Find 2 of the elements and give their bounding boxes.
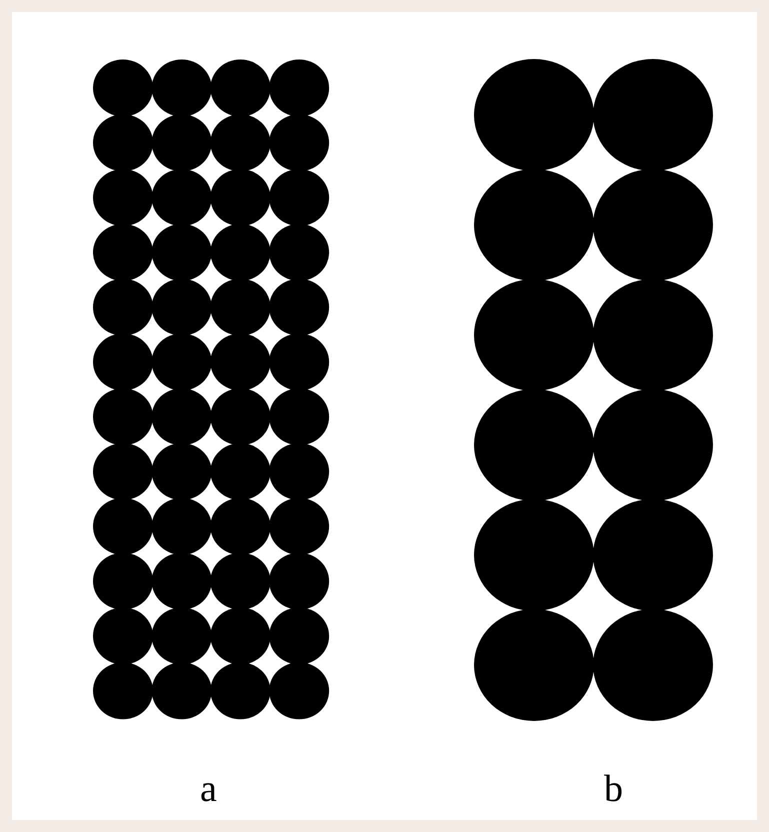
panel-label: b — [604, 770, 623, 808]
panel-label: a — [200, 770, 217, 808]
